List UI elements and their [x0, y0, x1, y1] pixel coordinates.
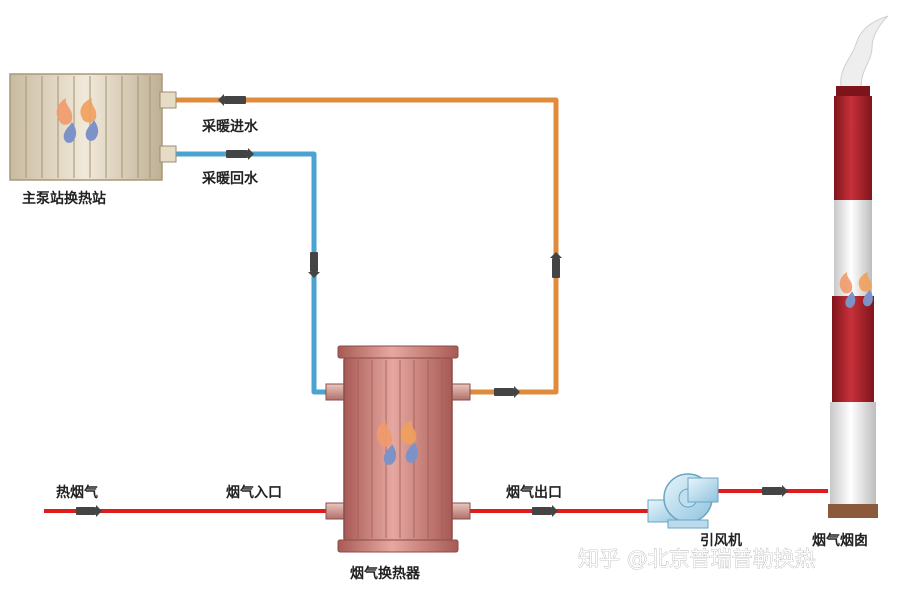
flow-arrow-icon [308, 252, 320, 278]
chimney [828, 15, 889, 518]
flame-water-logo-icon [839, 272, 873, 308]
supply-water-label: 采暖进水 [201, 118, 259, 135]
flow-arrow-icon [532, 505, 558, 517]
flow-arrow-icon [762, 485, 788, 497]
flow-arrow-icon [494, 386, 520, 398]
flow-arrow-icon [218, 94, 246, 106]
flow-arrow-icon [226, 148, 254, 160]
main-station-label: 主泵站换热站 [22, 190, 106, 207]
flue-gas-outlet-label: 烟气出口 [506, 484, 562, 501]
flame-water-logo-icon [56, 98, 99, 143]
induced-fan-label: 引风机 [700, 532, 742, 549]
flow-arrow-icon [76, 505, 102, 517]
smoke-plume-icon [840, 15, 889, 93]
flame-water-logo-icon [376, 420, 419, 465]
hot-flue-gas-label: 热烟气 [56, 484, 98, 501]
fan-icon [647, 473, 719, 529]
flow-arrow-icon [550, 252, 562, 278]
watermark: 知乎 @北京普瑞普勒换热 [578, 547, 816, 571]
flue-gas-heat-exchanger [325, 345, 471, 553]
chimney-label: 烟气烟囱 [812, 532, 868, 549]
heat-exchanger-label: 烟气换热器 [350, 565, 421, 582]
return-water-label: 采暖回水 [201, 170, 259, 187]
main-station-heat-exchanger [9, 73, 177, 181]
return-water-pipe [176, 151, 330, 395]
flue-gas-inlet-label: 烟气入口 [226, 484, 282, 501]
